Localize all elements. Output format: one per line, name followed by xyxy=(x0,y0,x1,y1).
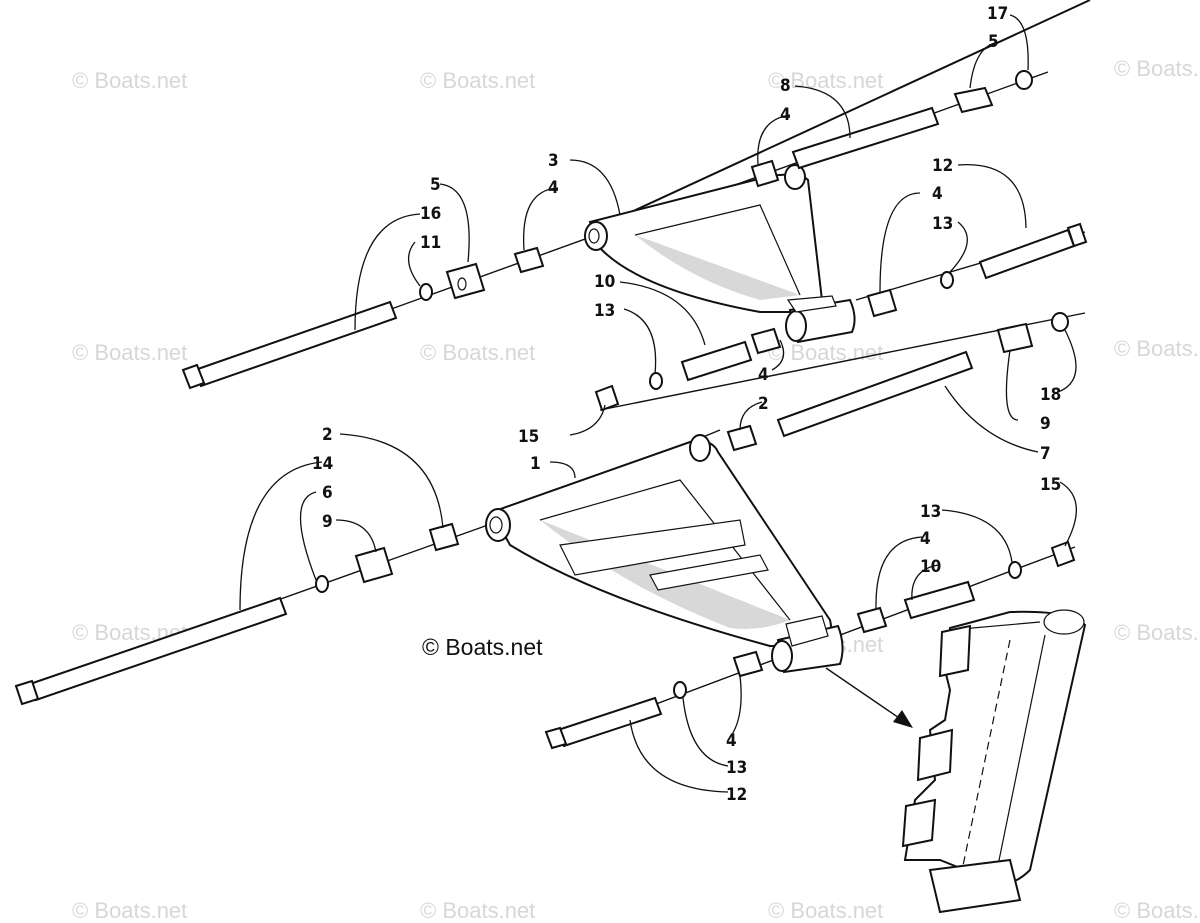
callout-label: 6 xyxy=(322,483,333,503)
shafts-and-sleeves xyxy=(680,106,976,620)
callout-label: 13 xyxy=(932,214,953,234)
callout-label: 14 xyxy=(312,454,333,474)
callout-label: 4 xyxy=(726,731,737,751)
callout-label: 3 xyxy=(548,151,559,171)
watermark: © Boats.net xyxy=(1114,336,1200,361)
bolts xyxy=(14,222,1088,750)
callout-label: 13 xyxy=(726,758,747,778)
callout-label: 13 xyxy=(920,502,941,522)
callout-label: 4 xyxy=(780,105,791,125)
callout-label: 7 xyxy=(1040,444,1051,464)
watermark: © Boats.net xyxy=(1114,898,1200,923)
callout-label: 15 xyxy=(518,427,539,447)
callout-label: 12 xyxy=(932,156,953,176)
callout-label: 16 xyxy=(420,204,441,224)
callout-label: 4 xyxy=(932,184,943,204)
leader-lines xyxy=(239,14,1078,793)
callout-label: 5 xyxy=(430,175,441,195)
callout-label: 4 xyxy=(920,529,931,549)
callout-label: 9 xyxy=(322,512,333,532)
watermark: © Boats.net xyxy=(768,340,883,365)
callout-label: 17 xyxy=(987,4,1008,24)
callout-label: 18 xyxy=(1040,385,1061,405)
callout-label: 11 xyxy=(420,233,441,253)
watermark: © Boats.net xyxy=(768,68,883,93)
upper-a-arm xyxy=(584,0,1091,344)
callout-label: 4 xyxy=(548,178,559,198)
watermark: © Boats.net xyxy=(72,68,187,93)
callout-label: 8 xyxy=(780,76,791,96)
assembly-arrow xyxy=(825,667,913,728)
watermark: © Boats.net xyxy=(72,340,187,365)
bushings-washers-nuts xyxy=(315,70,1076,699)
copyright-text: © Boats.net xyxy=(422,634,543,660)
callout-label: 5 xyxy=(988,32,999,52)
watermarks: © Boats.net © Boats.net © Boats.net © Bo… xyxy=(72,56,1200,923)
callout-label: 2 xyxy=(322,425,333,445)
callout-label: 4 xyxy=(758,365,769,385)
watermark: © Boats.net xyxy=(420,340,535,365)
watermark: © Boats.net xyxy=(420,898,535,923)
watermark: © Boats.net xyxy=(72,898,187,923)
callout-label: 10 xyxy=(594,272,615,292)
watermark: © Boats.net xyxy=(420,68,535,93)
callout-label: 9 xyxy=(1040,414,1051,434)
spindle xyxy=(901,609,1087,914)
lower-a-arm xyxy=(485,434,844,674)
callout-label: 10 xyxy=(920,557,941,577)
watermark: © Boats.net xyxy=(768,898,883,923)
callout-label: 2 xyxy=(758,394,769,414)
callout-label: 15 xyxy=(1040,475,1061,495)
callout-label: 12 xyxy=(726,785,747,805)
callout-labels: 17 5 8 4 3 4 5 16 11 12 4 13 10 13 4 18 … xyxy=(312,4,1061,805)
watermark: © Boats.net xyxy=(1114,56,1200,81)
callout-label: 1 xyxy=(530,454,541,474)
watermark: © Boats.net xyxy=(1114,620,1200,645)
callout-label: 13 xyxy=(594,301,615,321)
